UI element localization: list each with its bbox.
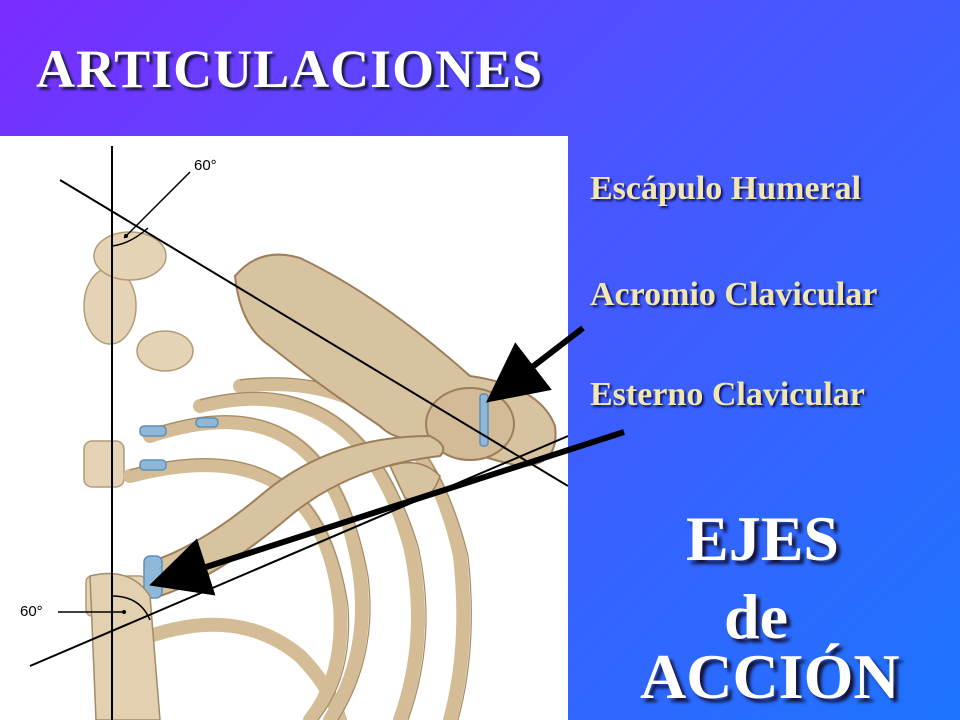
sternum	[89, 572, 161, 720]
axes-title-line1: EJES	[686, 503, 839, 574]
axes-title-line2: de	[724, 581, 788, 652]
axes-title-line3: ACCIÓN	[640, 641, 900, 712]
angle-label-top: 60°	[194, 157, 217, 174]
angle-arcs	[58, 171, 191, 621]
joint-escapulo-humeral: Escápulo Humeral	[590, 170, 862, 207]
joint-acromio-clavicular: Acromio Clavicular	[590, 276, 878, 313]
shoulder-anatomy-illustration: 60° 60°	[0, 136, 568, 720]
slide-title: ARTICULACIONES	[36, 39, 544, 99]
joint-esterno-clavicular: Esterno Clavicular	[590, 376, 865, 413]
angle-label-bottom: 60°	[20, 603, 43, 620]
